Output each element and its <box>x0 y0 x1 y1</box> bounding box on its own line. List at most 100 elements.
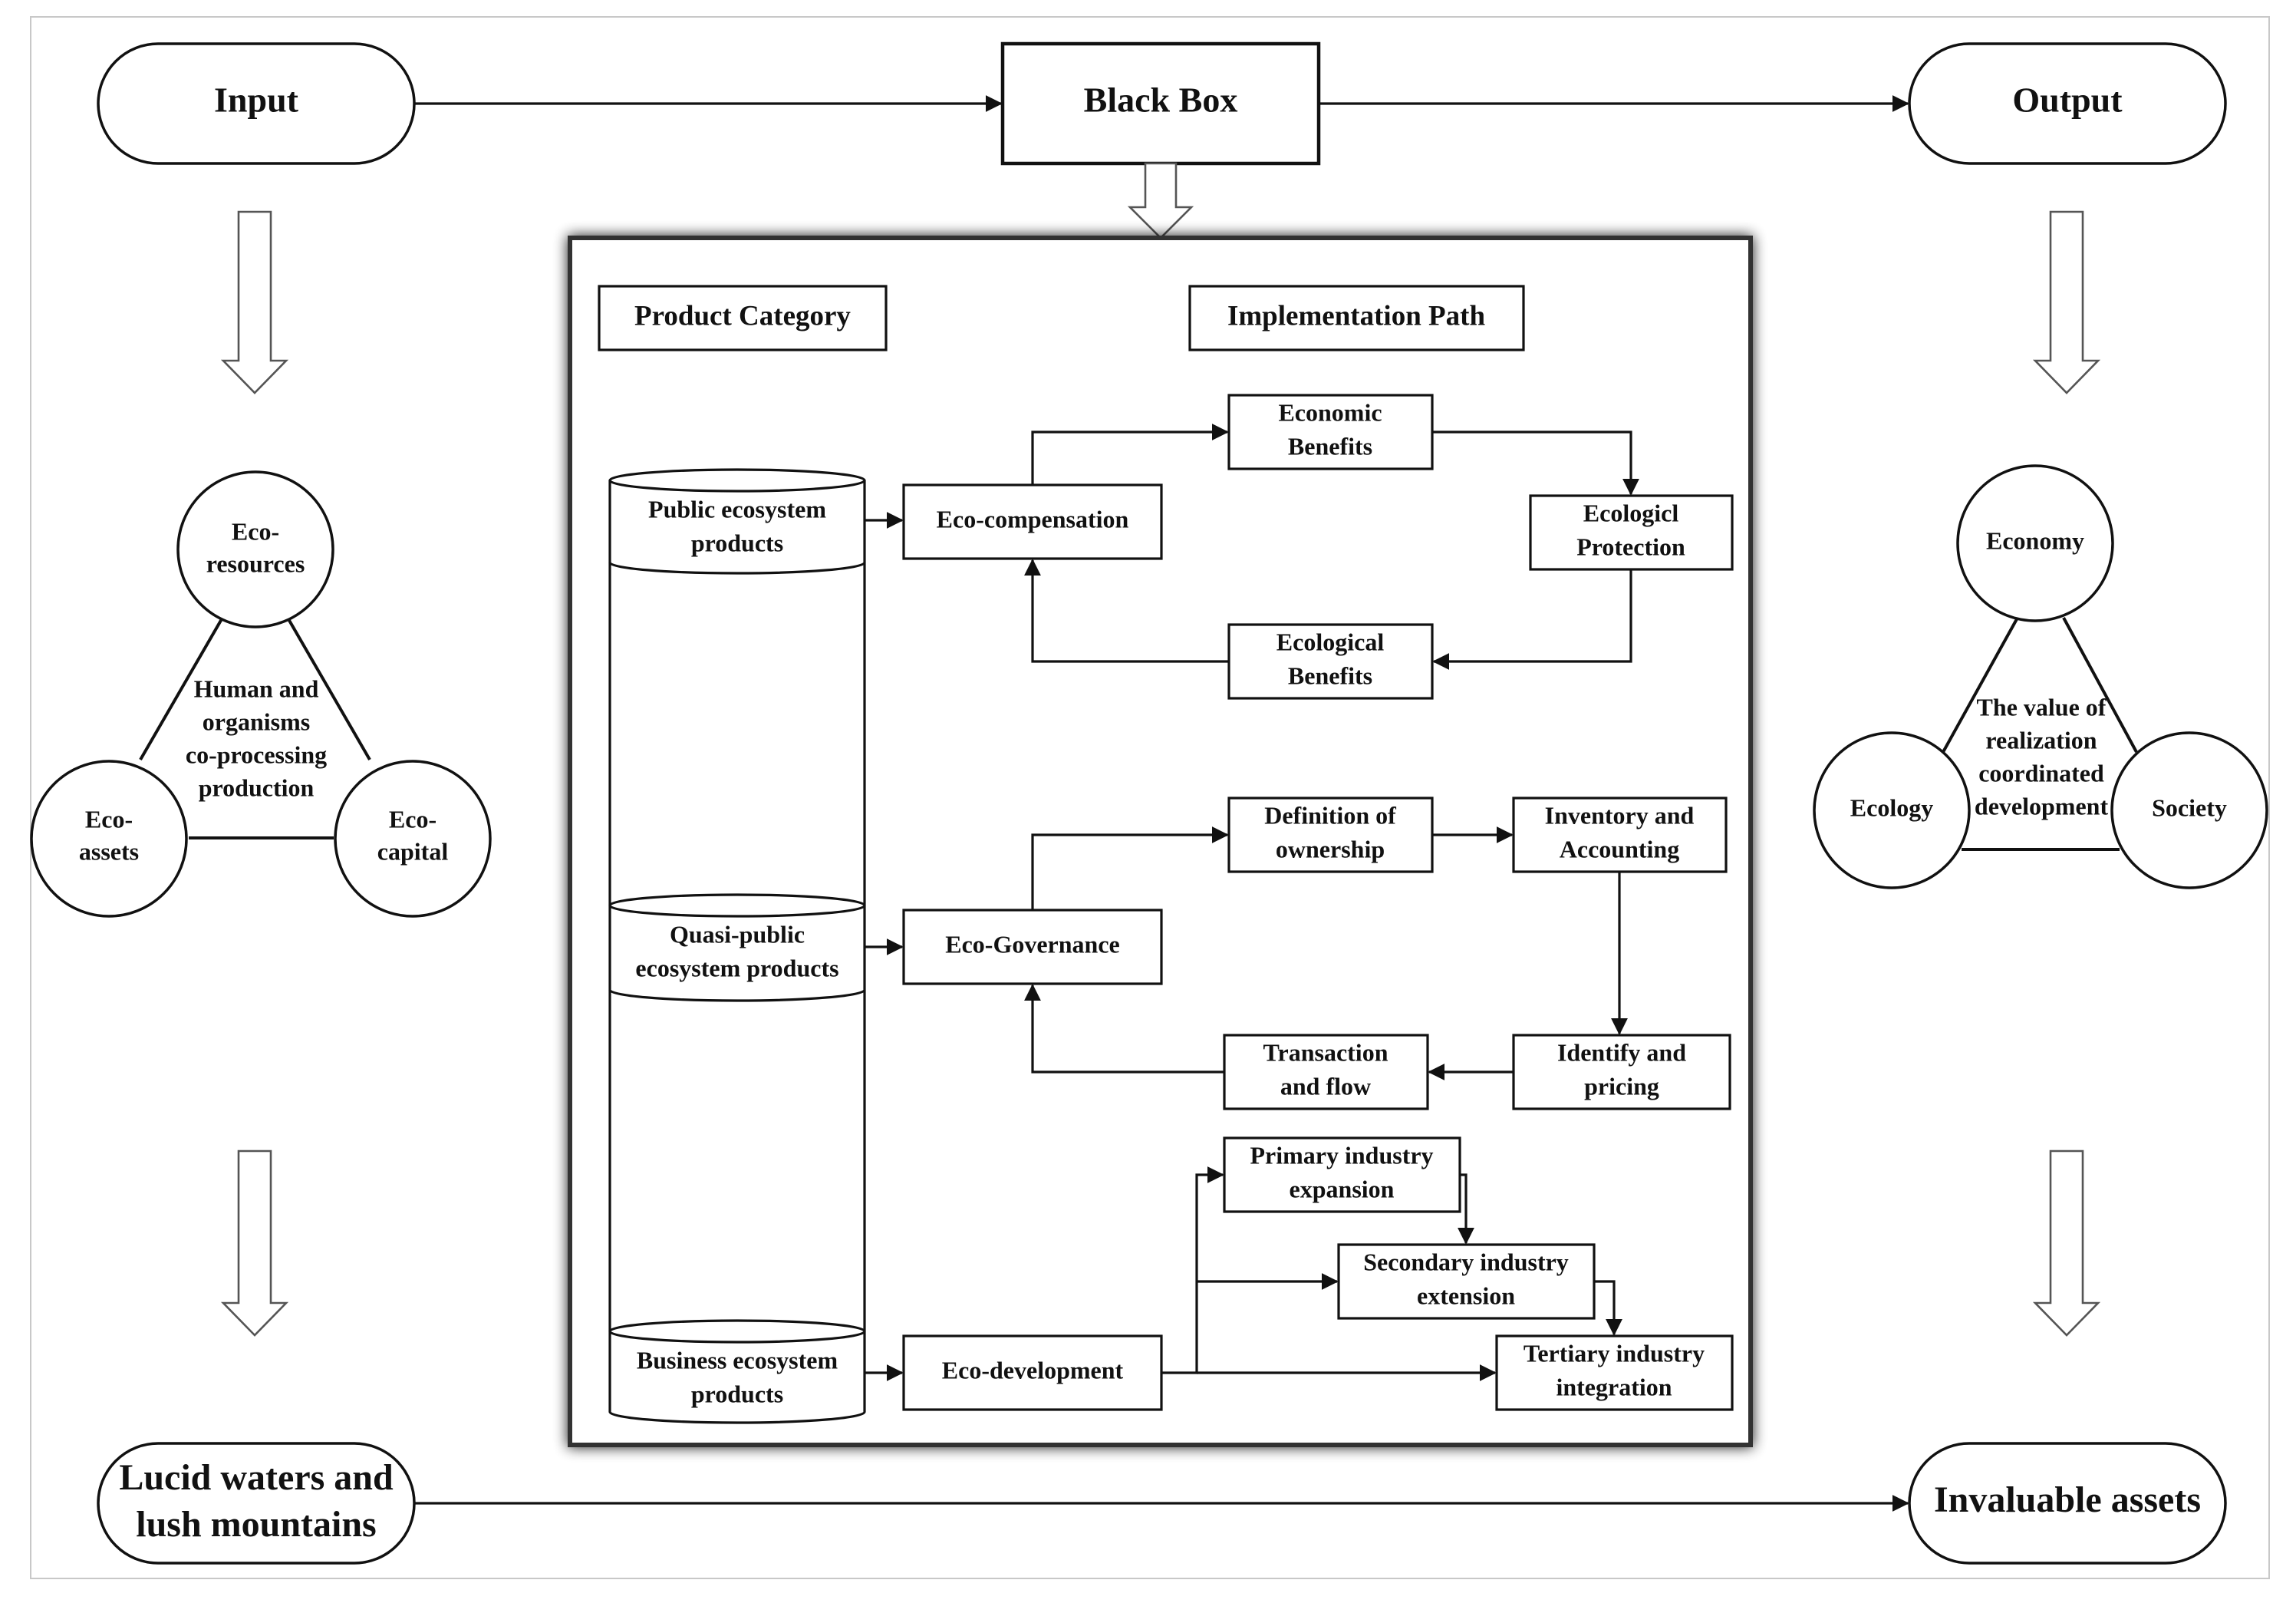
arrow-secondary-to-tertiary <box>1594 1280 1622 1336</box>
svg-text:Definition of: Definition of <box>1264 801 1396 829</box>
definition-ownership-box: Definition of ownership <box>1227 797 1434 873</box>
svg-text:resources: resources <box>206 549 305 577</box>
arrow-economic-to-protection <box>1432 430 1639 496</box>
left-triangle-center-text: Human and organisms co-processing produc… <box>186 675 327 801</box>
svg-text:Accounting: Accounting <box>1560 835 1679 863</box>
arrow-governance-to-ownership <box>1031 826 1229 910</box>
svg-text:ecosystem products: ecosystem products <box>635 954 838 981</box>
svg-text:and flow: and flow <box>1280 1072 1371 1100</box>
svg-text:production: production <box>199 773 315 801</box>
svg-text:Ecological: Ecological <box>1276 628 1385 655</box>
svg-text:Eco-: Eco- <box>389 805 436 833</box>
business-products-label: Business ecosystem products <box>637 1346 838 1407</box>
svg-text:Economic: Economic <box>1278 398 1382 426</box>
svg-text:expansion: expansion <box>1290 1175 1395 1202</box>
hollow-down-arrow-left-top <box>220 210 289 394</box>
input-label: Input <box>214 81 299 120</box>
eco-compensation-box: Eco-compensation <box>902 483 1163 560</box>
svg-text:Human and: Human and <box>194 675 319 702</box>
svg-text:lush mountains: lush mountains <box>136 1504 376 1545</box>
output-label: Output <box>2012 81 2123 120</box>
eco-resources-node: Eco- resources <box>176 470 334 628</box>
svg-text:Primary industry: Primary industry <box>1250 1141 1433 1169</box>
svg-text:realization: realization <box>1985 726 2097 754</box>
svg-text:extension: extension <box>1417 1281 1515 1309</box>
svg-text:pricing: pricing <box>1584 1072 1659 1100</box>
svg-text:Public ecosystem: Public ecosystem <box>648 495 826 523</box>
outer-frame <box>30 16 2270 1579</box>
product-cylinder <box>608 468 866 1424</box>
svg-text:Lucid waters and: Lucid waters and <box>119 1457 394 1498</box>
invaluable-assets-node: Invaluable assets <box>1908 1442 2227 1565</box>
svg-text:Ecologicl: Ecologicl <box>1583 499 1679 526</box>
black-box-label: Black Box <box>1084 81 1238 120</box>
svg-text:Eco-Governance: Eco-Governance <box>945 930 1120 958</box>
ecology-node: Ecology <box>1813 731 1971 889</box>
economy-node: Economy <box>1956 464 2114 622</box>
lucid-waters-node: Lucid waters and lush mountains <box>97 1442 416 1565</box>
svg-text:organisms: organisms <box>203 707 310 735</box>
hollow-down-arrow-left-bottom <box>220 1149 289 1337</box>
arrow-protection-to-ecological <box>1432 569 1632 670</box>
svg-text:development: development <box>1975 792 2109 820</box>
right-triangle-center-text: The value of realization coordinated dev… <box>1975 693 2109 820</box>
black-box-panel: Product Category Implementation Path Pub… <box>568 236 1753 1447</box>
svg-text:co-processing: co-processing <box>186 740 327 768</box>
svg-text:ownership: ownership <box>1276 835 1385 863</box>
svg-text:capital: capital <box>377 837 449 865</box>
svg-text:Protection: Protection <box>1576 533 1685 560</box>
eco-assets-node: Eco- assets <box>30 760 188 918</box>
ecological-benefits-box: Ecological Benefits <box>1227 623 1434 700</box>
eco-capital-node: Eco- capital <box>334 760 492 918</box>
svg-text:Eco-development: Eco-development <box>942 1356 1124 1384</box>
svg-text:Eco-: Eco- <box>232 517 279 545</box>
svg-text:Invaluable assets: Invaluable assets <box>1934 1479 2201 1520</box>
implementation-path-header: Implementation Path <box>1188 285 1525 351</box>
svg-text:Secondary industry: Secondary industry <box>1363 1248 1569 1275</box>
eco-development-box: Eco-development <box>902 1334 1163 1411</box>
svg-text:coordinated: coordinated <box>1978 759 2104 787</box>
left-triangle: Eco- resources Eco- assets Eco- capital … <box>30 470 492 918</box>
transaction-flow-box: Transaction and flow <box>1223 1034 1429 1110</box>
svg-text:Product Category: Product Category <box>634 300 851 331</box>
svg-text:Business ecosystem: Business ecosystem <box>637 1346 838 1374</box>
hollow-down-arrow-blackbox <box>1127 162 1194 239</box>
svg-text:Benefits: Benefits <box>1288 432 1372 460</box>
svg-text:Eco-: Eco- <box>85 805 133 833</box>
svg-text:Implementation Path: Implementation Path <box>1227 300 1485 331</box>
svg-text:Quasi-public: Quasi-public <box>670 920 805 948</box>
svg-text:products: products <box>691 529 783 556</box>
svg-text:Inventory and: Inventory and <box>1545 801 1695 829</box>
svg-text:Transaction: Transaction <box>1263 1038 1388 1066</box>
society-node: Society <box>2110 731 2268 889</box>
svg-text:integration: integration <box>1556 1373 1672 1400</box>
svg-text:products: products <box>691 1380 783 1407</box>
primary-industry-box: Primary industry expansion <box>1223 1136 1461 1213</box>
arrow-primary-to-secondary <box>1458 1173 1474 1245</box>
economic-benefits-box: Economic Benefits <box>1227 394 1434 470</box>
svg-text:Identify and: Identify and <box>1557 1038 1686 1066</box>
tertiary-industry-box: Tertiary industry integration <box>1495 1334 1734 1411</box>
quasi-public-products-label: Quasi-public ecosystem products <box>635 920 838 981</box>
eco-governance-box: Eco-Governance <box>902 909 1163 985</box>
svg-text:Ecology: Ecology <box>1850 793 1933 821</box>
black-box-node: Black Box <box>1000 41 1321 166</box>
hollow-down-arrow-right-top <box>2032 210 2101 394</box>
secondary-industry-box: Secondary industry extension <box>1337 1243 1596 1320</box>
right-triangle: Economy Ecology Society The value of rea… <box>1813 464 2268 889</box>
svg-text:Economy: Economy <box>1986 526 2084 554</box>
arrow-transaction-to-governance <box>1024 984 1224 1074</box>
input-node: Input <box>97 42 416 165</box>
svg-text:Benefits: Benefits <box>1288 661 1372 689</box>
product-category-header: Product Category <box>598 285 888 351</box>
svg-text:Eco-compensation: Eco-compensation <box>937 505 1129 533</box>
arrow-development-to-primary <box>1161 1166 1224 1374</box>
svg-text:Society: Society <box>2152 793 2227 821</box>
inventory-accounting-box: Inventory and Accounting <box>1512 797 1728 873</box>
svg-text:Tertiary industry: Tertiary industry <box>1524 1339 1705 1367</box>
arrow-ecological-to-compensation <box>1024 559 1229 663</box>
svg-text:The value of: The value of <box>1977 693 2107 721</box>
arrow-compensation-to-economic <box>1031 424 1229 485</box>
identify-pricing-box: Identify and pricing <box>1512 1034 1731 1110</box>
